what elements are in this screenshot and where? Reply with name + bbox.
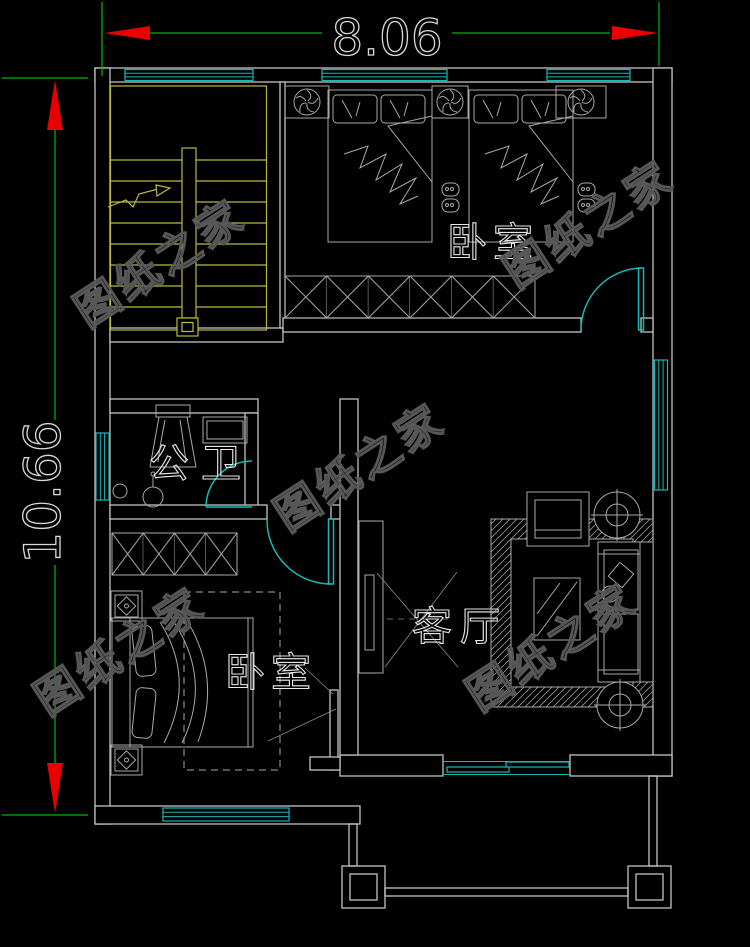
entry-sliding-door (443, 761, 570, 775)
window-top-1 (124, 68, 254, 82)
dimension-width-text: 8.06 (331, 9, 442, 67)
door-bathroom (205, 460, 253, 508)
wall-bottom-living-right (569, 754, 673, 777)
niche-1 (284, 85, 330, 119)
double-bed-1 (327, 89, 433, 243)
living-room-furniture (358, 489, 654, 731)
stair-direction-arrow (155, 184, 172, 198)
armchair (526, 491, 590, 547)
dim-arrow-down (47, 763, 63, 813)
wall-bathroom-north (109, 398, 259, 414)
dimension-height-text: 10.66 (14, 420, 72, 563)
dim-arrow-right (612, 26, 658, 40)
label-bedroom-top: 卧室 (447, 220, 539, 266)
wall-bottom-living-left (339, 754, 444, 777)
label-living-room: 客厅 (412, 604, 508, 650)
label-bedroom-bottom: 卧室 (225, 650, 317, 696)
window-top-3 (546, 68, 631, 82)
slippers (441, 182, 460, 213)
porch-post-left (348, 823, 358, 867)
doors (205, 267, 645, 775)
bedroom-top-furniture (284, 85, 607, 319)
porch-railing (384, 887, 629, 897)
wardrobe-top (284, 275, 536, 319)
shower (149, 404, 197, 468)
room-labels: 卧室 公卫 卧室 客厅 (148, 219, 539, 696)
porch-column-right (627, 865, 672, 909)
label-leader-lines (267, 667, 337, 742)
window-bottom-bedroom (162, 807, 290, 822)
coffee-table (533, 577, 581, 641)
wall-stub-horizontal (309, 756, 341, 771)
porch-column-left (341, 865, 386, 909)
toilet (142, 471, 164, 508)
staircase (107, 85, 268, 337)
label-bathroom: 公卫 (149, 441, 253, 487)
watermark-text: 图纸之家 (66, 190, 255, 337)
wall-central (339, 398, 359, 756)
watermark-text: 图纸之家 (266, 394, 455, 541)
stair-newel-inner (181, 321, 194, 333)
dimensions: 8.06 10.66 (2, 2, 660, 816)
nightstand-lamp (110, 744, 143, 776)
door-bedroom2 (266, 518, 335, 585)
window-left (95, 432, 110, 501)
floor-drain (112, 483, 128, 499)
stair-direction-line (107, 188, 159, 209)
stair-newel (176, 317, 199, 337)
wall-bedroom1-south (282, 317, 582, 333)
window-right (653, 359, 669, 491)
sofa (597, 541, 654, 683)
dimension-extension-lines (2, 2, 660, 816)
dashed-zone (183, 591, 281, 771)
dimension-lines (54, 32, 610, 763)
side-table-top (591, 489, 643, 541)
tv-viewing-lines (376, 571, 459, 668)
bedroom-bottom-furniture (110, 532, 337, 776)
window-top-2 (321, 68, 448, 82)
fan-icon (293, 88, 321, 116)
niche-3 (555, 85, 607, 119)
wall-divider-left (109, 504, 268, 520)
porch-post-right (648, 775, 658, 867)
porch (341, 775, 672, 909)
dim-arrow-up (47, 80, 63, 130)
dim-arrow-left (104, 26, 150, 40)
side-table-bottom (594, 679, 646, 731)
fan-icon (436, 88, 464, 116)
wall-stair-east (279, 81, 286, 329)
fan-icon (567, 88, 595, 116)
tv (364, 574, 375, 651)
watermark-text: 图纸之家 (26, 578, 215, 725)
windows (95, 68, 669, 822)
bathroom-fixtures (112, 404, 248, 508)
washbasin (202, 416, 248, 444)
door-bedroom1 (580, 267, 645, 331)
double-bed-3 (111, 617, 254, 748)
wardrobe-bottom (111, 532, 238, 576)
